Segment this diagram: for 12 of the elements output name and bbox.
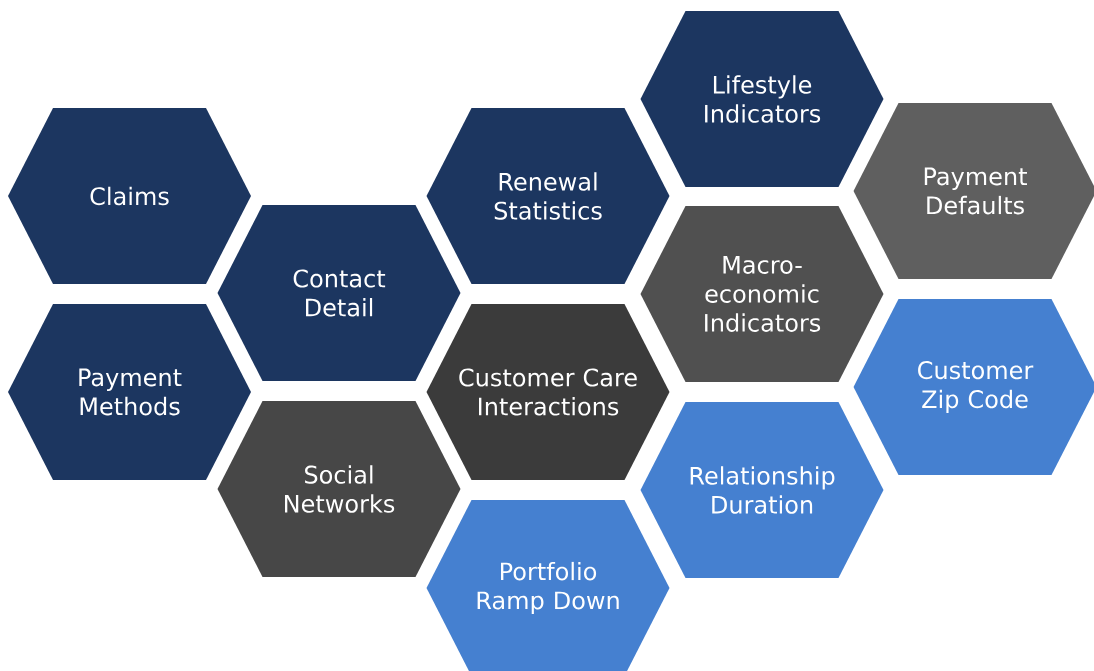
hexagon: Payment Methods [8, 304, 251, 480]
hexagon: Relationship Duration [640, 402, 884, 578]
node-label: Contact Detail [293, 269, 386, 317]
hexagon: Renewal Statistics [426, 108, 670, 284]
hexagon: Portfolio Ramp Down [426, 500, 670, 671]
hexagon: Lifestyle Indicators [640, 11, 884, 187]
hexagon: Payment Defaults [853, 103, 1094, 279]
hexagon: Customer Zip Code [853, 299, 1094, 475]
hexagon: Macro-economic Indicators [640, 206, 884, 382]
hexagon: Customer Care Interactions [426, 304, 670, 480]
hexagon: Social Networks [217, 401, 461, 577]
hexagon: Claims [8, 108, 251, 284]
